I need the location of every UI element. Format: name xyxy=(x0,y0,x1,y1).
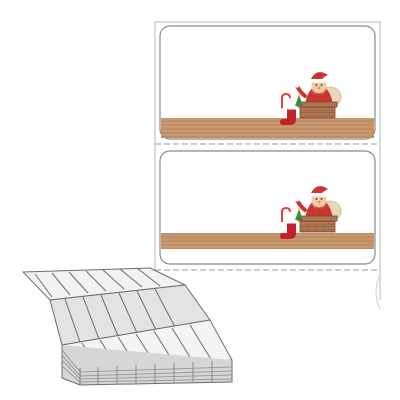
label-1 xyxy=(159,25,376,140)
label-2 xyxy=(159,150,376,265)
woodgrain-strip xyxy=(161,118,374,138)
fanfold-label-stack-icon xyxy=(21,267,233,386)
woodgrain-strip xyxy=(161,233,374,249)
backing-sheet xyxy=(154,21,381,310)
